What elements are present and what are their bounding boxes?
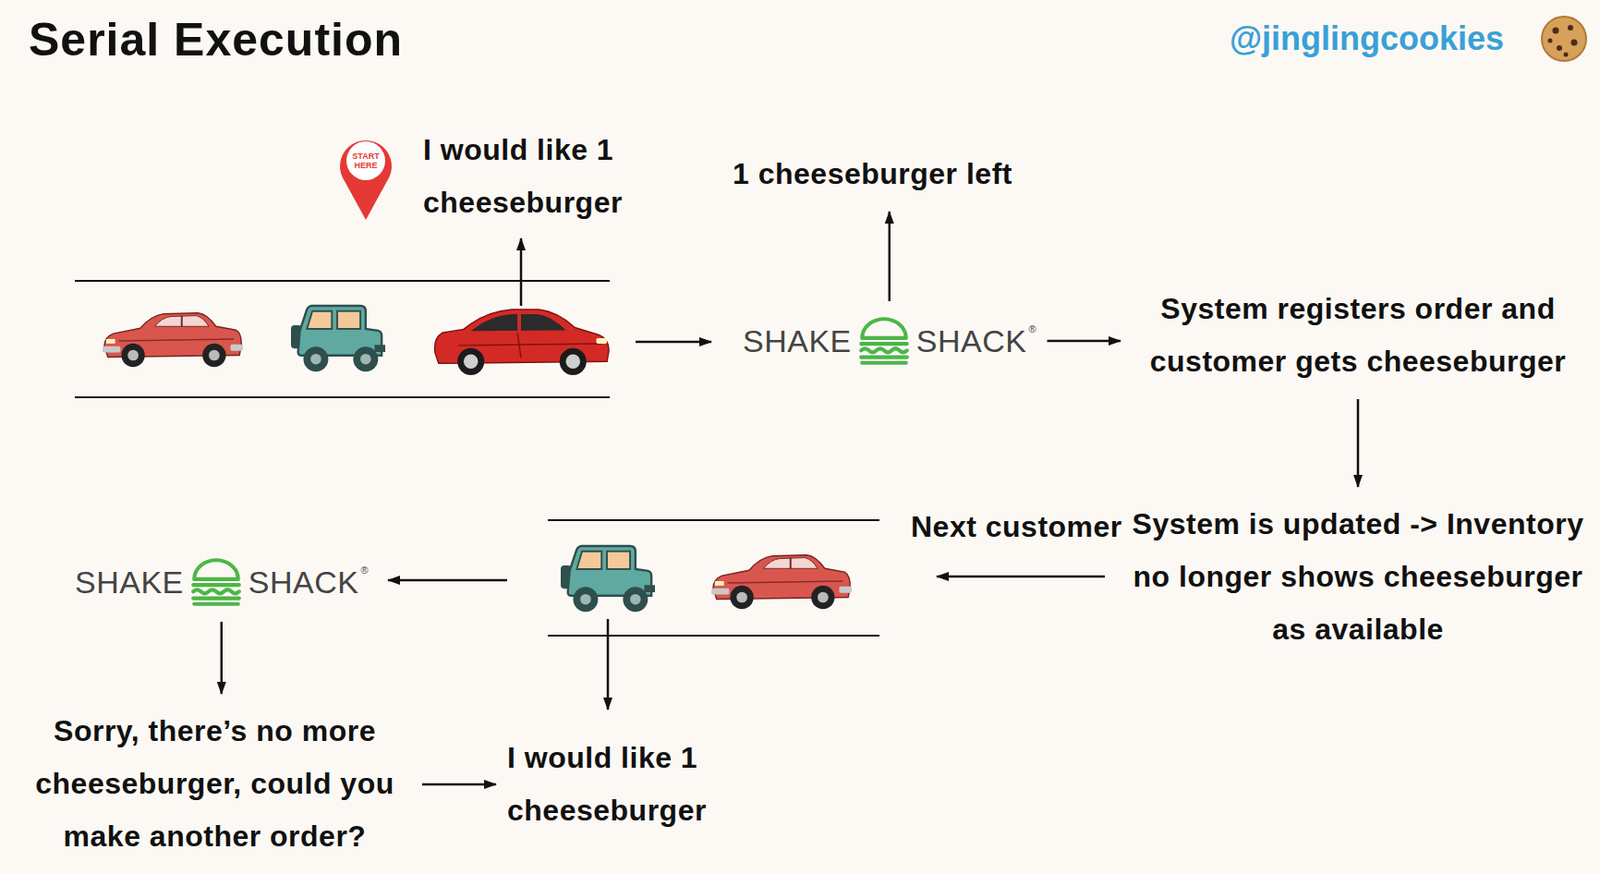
step-text: Sorry, there’s no more cheeseburger, cou… bbox=[18, 704, 412, 863]
diagram-title: Serial Execution bbox=[28, 11, 403, 69]
logo-word: SHAKE bbox=[74, 564, 184, 601]
logo-word: SHACK bbox=[916, 323, 1028, 360]
registered-mark: ® bbox=[360, 564, 368, 576]
step-text: System registers order and customer gets… bbox=[1131, 282, 1585, 388]
logo-node: SHAKE SHACK® bbox=[742, 312, 1037, 370]
step-text: System is updated -> Inventory no longer… bbox=[1131, 497, 1585, 656]
step-text: I would like 1 cheeseburger bbox=[423, 123, 645, 230]
flow-arrow bbox=[1357, 399, 1360, 487]
edge-note: Next customer bbox=[910, 500, 1152, 554]
flow-arrow bbox=[1047, 339, 1121, 343]
text-node: System registers order and customer gets… bbox=[1131, 282, 1585, 388]
watermark: @jinglingcookies bbox=[1229, 18, 1504, 60]
flow-arrow bbox=[422, 783, 497, 787]
step-text: 1 cheeseburger left bbox=[732, 147, 1084, 201]
logo-word: SHACK bbox=[248, 564, 360, 601]
registered-mark: ® bbox=[1028, 323, 1036, 335]
flow-arrow bbox=[220, 621, 224, 694]
logo-word: SHAKE bbox=[742, 323, 852, 360]
logo-node: SHAKE SHACK® bbox=[74, 553, 369, 611]
step-text: I would like 1 cheeseburger bbox=[507, 731, 729, 837]
burger-icon bbox=[187, 553, 245, 611]
text-node: 1 cheeseburger left bbox=[732, 147, 1084, 201]
text-node: System is updated -> Inventory no longer… bbox=[1131, 497, 1585, 656]
burger-icon bbox=[855, 312, 913, 370]
text-node: Sorry, there’s no more cheeseburger, cou… bbox=[18, 704, 412, 863]
flow-arrow bbox=[888, 211, 892, 302]
pin-text: START HERE bbox=[343, 151, 388, 170]
text-node: I would like 1 cheeseburger bbox=[423, 123, 645, 230]
text-node: I would like 1 cheeseburger bbox=[507, 731, 729, 837]
